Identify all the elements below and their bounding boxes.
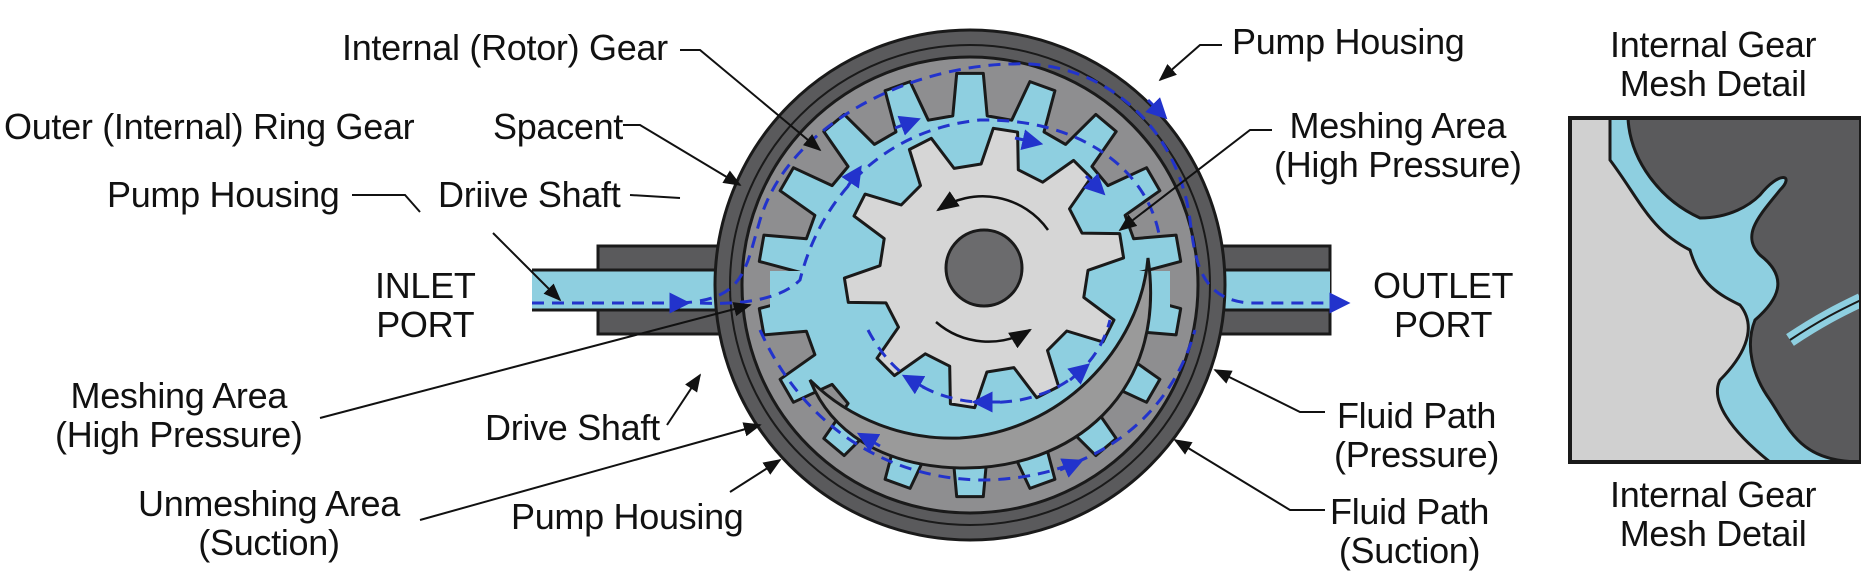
detail-gear-tooth	[1626, 118, 1861, 462]
inner-flow-path	[699, 118, 1162, 305]
outer-flow-path	[679, 62, 1351, 314]
rotation-arrow-bottom	[935, 321, 1032, 349]
label-pump-housing-left: Pump Housing	[107, 174, 340, 215]
label-fluid-path-suction: Fluid Path(Suction)	[1330, 491, 1490, 571]
lower-flow-path	[758, 329, 1197, 482]
rotation-arrow-top	[936, 191, 1050, 231]
flow-direction-markers	[841, 97, 1168, 478]
label-meshing-area-left: Meshing Area(High Pressure)	[55, 375, 303, 455]
label-driive-shaft: Driive Shaft	[438, 174, 621, 215]
label-spacent: Spacent	[493, 106, 623, 147]
drive-shaft	[944, 228, 1024, 308]
leader-lines	[319, 44, 1325, 521]
label-drive-shaft: Drive Shaft	[485, 407, 660, 448]
label-meshing-area-right: Meshing Area(High Pressure)	[1274, 105, 1522, 185]
label-unmeshing-area: Unmeshing Area(Suction)	[138, 483, 400, 563]
label-internal-rotor-gear: Internal (Rotor) Gear	[342, 27, 668, 68]
label-pump-housing-top: Pump Housing	[1232, 21, 1465, 62]
label-pump-housing-bottom: Pump Housing	[511, 496, 744, 537]
label-fluid-path-pressure: Fluid Path(Pressure)	[1334, 395, 1500, 475]
inner-lower-flow	[866, 319, 1112, 405]
label-outer-ring-gear: Outer (Internal) Ring Gear	[4, 106, 415, 147]
fluid-flow-arrows	[532, 62, 1351, 482]
crescent-spacer	[808, 257, 1153, 470]
mesh-detail-panel	[1568, 116, 1861, 464]
internal-rotor-gear	[842, 126, 1126, 410]
